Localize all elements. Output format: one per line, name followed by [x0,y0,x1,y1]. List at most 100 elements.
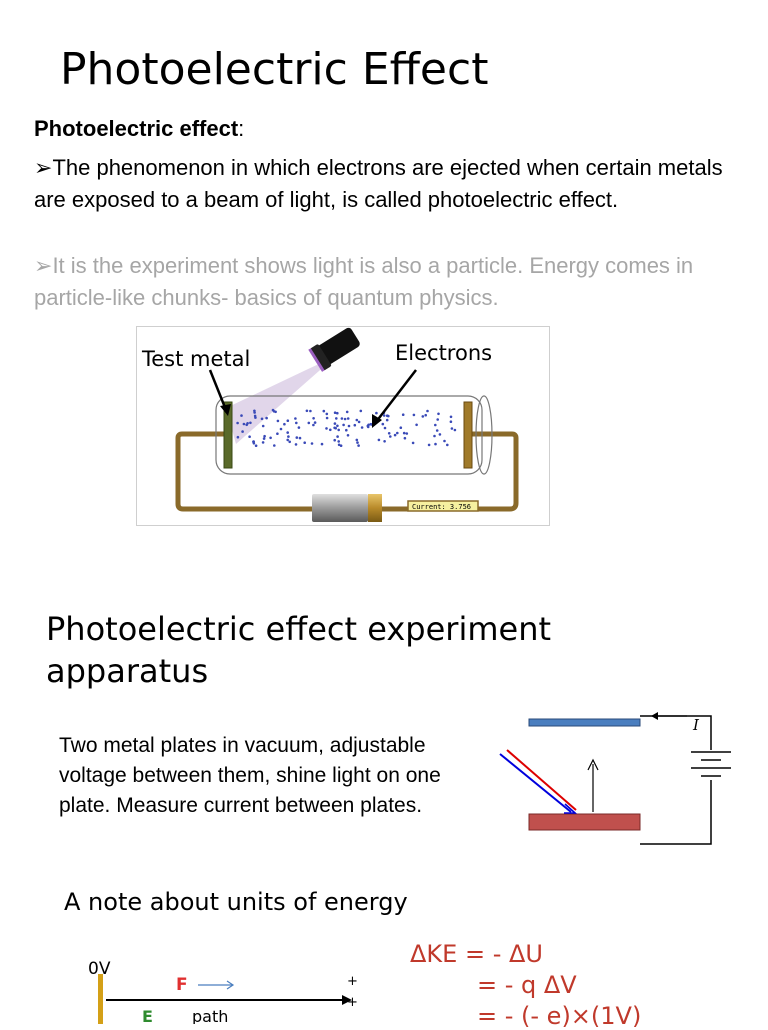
electron-dot [260,417,264,421]
electron-dot [307,421,311,425]
electron-dot [357,420,361,424]
bullet-definition: ➢The phenomenon in which electrons are e… [34,152,734,215]
photoelectric-apparatus-figure: Test metal Electrons Current: 3.756 [136,326,550,526]
electron-dot [325,416,329,420]
electron-dot [340,417,344,420]
electron-dot [434,442,437,446]
equation-line-1: ΔKE = - ΔU [410,940,543,968]
electron-dot [403,436,407,440]
electron-dot [337,443,341,447]
electron-dot [246,422,249,425]
electron-dot [335,417,338,420]
electron-dot [399,426,403,429]
electron-dot [286,438,289,442]
electron-dot [421,415,425,418]
electron-dot [396,431,399,435]
electron-dot [295,421,298,425]
electron-dot [435,429,439,432]
electron-dot [412,413,416,417]
electron-dot [265,416,268,420]
electron-dot [450,427,454,430]
bullet-definition-text: The phenomenon in which electrons are ej… [34,155,723,212]
electron-dot [320,442,324,446]
electron-dot [377,438,381,442]
electron-dot [288,440,291,444]
current-meter [407,500,479,512]
battery-symbol [691,751,731,777]
electron-dot [294,417,297,420]
test-metal-plate [223,401,233,469]
label-test-metal: Test metal [141,347,250,371]
section-heading: Photoelectric effect: [34,116,244,142]
electrons-arrowhead [372,414,382,428]
electron-dot [449,420,453,423]
electron-dot [357,444,360,447]
electron-dot [310,442,314,445]
electron-dot [359,409,363,413]
electron-dot [236,435,240,439]
heading-colon: : [238,116,245,141]
test-metal-arrow [208,369,228,411]
electron-dot [283,422,286,426]
electron-dot [346,417,350,420]
collector-plate [463,401,473,469]
electron-dot [303,441,306,444]
incident-ray-red [506,749,577,811]
electron-dot [329,428,332,432]
electron-dot [345,410,349,414]
electron-dot [261,424,265,428]
electron-dot [253,411,256,414]
electron-dot [333,426,336,430]
zero-volt-plate [98,974,103,1024]
electron-dot [286,419,290,422]
electron-dot [415,423,418,427]
bullet-arrow-icon: ➢ [34,254,53,279]
electron-dot [295,436,299,439]
electron-dot [387,432,391,435]
battery-cap [368,494,382,522]
electron-dot [427,443,431,447]
electron-dot [347,424,351,428]
electron-dot [360,426,364,429]
electron-dot [249,421,252,425]
electron-dot [333,422,337,425]
electron-dot [393,433,397,437]
electron-dot [385,418,389,422]
electron-dot [336,424,339,428]
plus-sign: + [347,995,358,1010]
electron-dot [312,423,315,427]
electron-dot [254,416,257,419]
electron-dot [438,433,442,436]
electron-dot [269,436,272,440]
top-plate [528,718,641,727]
electron-dot [433,434,436,438]
apparatus-description: Two metal plates in vacuum, adjustable v… [59,734,441,817]
electron-dot [286,431,289,434]
electron-dot [262,437,266,440]
electron-dot [279,427,283,431]
electron-dot [339,444,343,447]
electron-dot [252,440,255,443]
electrons-arrow [375,369,417,423]
electron-dot [446,443,449,447]
electron-dot [236,421,239,425]
electron-dot [336,411,339,415]
electron-dot [333,438,336,442]
voltage-label: 0V [88,959,111,979]
electron-dot [426,409,429,413]
electron-dot [369,422,373,426]
electron-dot [356,441,359,444]
electron-dot [305,409,309,413]
electron-dot [271,408,275,412]
circuit-wire [175,431,519,512]
electron-dot [346,434,350,437]
test-metal-arrowhead [220,404,231,416]
electron-dot [325,427,328,430]
electron-dot [436,418,440,421]
page-title: Photoelectric Effect [60,44,489,95]
equation-line-2: = - q ΔV [477,971,577,999]
electron-dot [387,414,390,418]
battery [312,494,368,522]
field-path-diagram: 0V F + + E path [88,959,358,1024]
electron-dot [248,435,251,438]
